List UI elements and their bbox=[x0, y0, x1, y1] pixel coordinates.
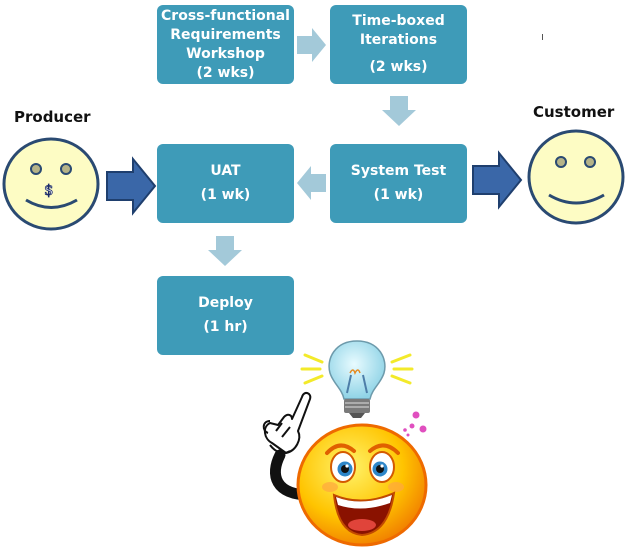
step-text: Time-boxed bbox=[352, 13, 445, 29]
step-text: Workshop bbox=[186, 45, 265, 62]
step-text: Iterations bbox=[359, 32, 438, 48]
step-workshop: Cross-functional Requirements Workshop (… bbox=[157, 5, 294, 84]
step-deploy: Deploy (1 hr) bbox=[157, 276, 294, 355]
arrow-right-icon bbox=[472, 150, 523, 210]
step-text: System Test bbox=[350, 163, 447, 179]
arrow-right-icon bbox=[106, 156, 157, 216]
step-text: Requirements bbox=[170, 26, 281, 43]
producer-smiley-icon bbox=[2, 137, 100, 231]
step-text: Deploy bbox=[198, 295, 253, 311]
step-text: UAT bbox=[210, 163, 241, 179]
arrow-down-icon bbox=[382, 96, 416, 126]
arrow-down-icon bbox=[208, 236, 242, 266]
arrow-left-icon bbox=[297, 166, 326, 200]
step-text: (1 wk) bbox=[373, 187, 424, 203]
producer-label: Producer bbox=[14, 108, 91, 126]
step-system-test: System Test (1 wk) bbox=[330, 144, 467, 223]
customer-label: Customer bbox=[533, 103, 615, 121]
step-text: (1 hr) bbox=[203, 319, 248, 335]
step-text: (1 wk) bbox=[200, 187, 251, 203]
step-text: (2 wks) bbox=[196, 64, 255, 81]
idea-smiley-lightbulb-icon bbox=[262, 340, 428, 547]
step-uat: UAT (1 wk) bbox=[157, 144, 294, 223]
customer-smiley-icon bbox=[527, 129, 625, 225]
step-text: Cross-functional bbox=[161, 7, 290, 24]
step-text: (2 wks) bbox=[369, 59, 428, 75]
step-iterations: Time-boxed Iterations (2 wks) bbox=[330, 5, 467, 84]
arrow-right-icon bbox=[297, 28, 326, 62]
dollar-sign-nose: $ bbox=[44, 181, 54, 200]
stray-mark bbox=[542, 34, 543, 40]
